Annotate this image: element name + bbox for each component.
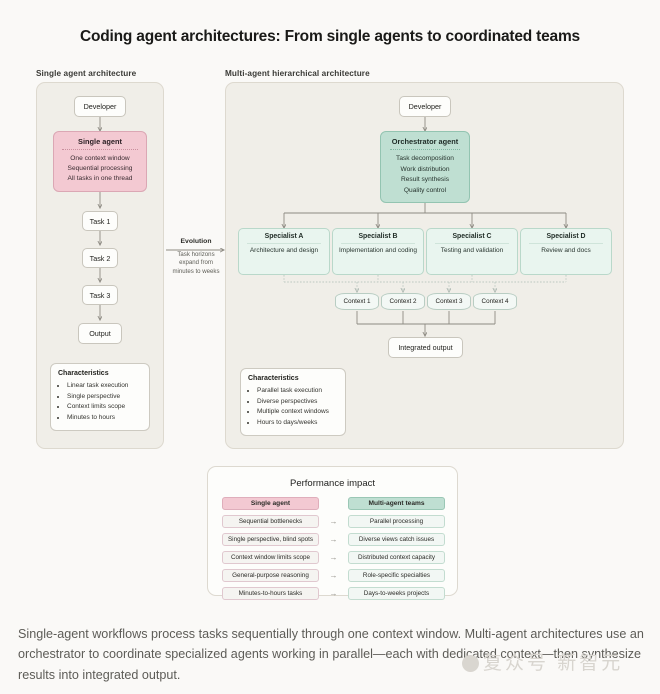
specialist-c-header: Specialist C [452, 233, 492, 240]
performance-impact-panel: Performance impact Single agent Multi-ag… [207, 466, 458, 600]
card-divider [529, 243, 603, 244]
perf-right-cell: Days-to-weeks projects [348, 587, 445, 600]
characteristics-list: Parallel task execution Diverse perspect… [248, 386, 338, 428]
characteristics-item: Hours to days/weeks [257, 418, 338, 429]
node-task-3[interactable]: Task 3 [82, 285, 118, 305]
card-orchestrator-item-3: Quality control [403, 186, 447, 194]
arrow-right-icon: → [329, 588, 338, 598]
card-specialist-b[interactable]: Specialist B Implementation and coding [332, 228, 424, 275]
node-context-1[interactable]: Context 1 [335, 293, 379, 310]
card-orchestrator-header: Orchestrator agent [391, 137, 459, 146]
perf-header-multi-agent-teams: Multi-agent teams [348, 497, 445, 510]
specialist-b-header: Specialist B [358, 233, 398, 240]
card-single-agent-item-0: One context window [70, 155, 130, 162]
evolution-annotation: Evolution Task horizons expand from minu… [168, 238, 224, 276]
specialist-a-header: Specialist A [264, 233, 304, 240]
figure-caption: Single-agent workflows process tasks seq… [18, 627, 644, 682]
panel-label-single-agent: Single agent architecture [36, 69, 137, 78]
characteristics-item: Single perspective [67, 392, 142, 403]
specialist-d-header: Specialist D [546, 233, 586, 240]
characteristics-header: Characteristics [248, 375, 299, 382]
node-context-4[interactable]: Context 4 [473, 293, 517, 310]
evolution-subtitle: Task horizons expand from minutes to wee… [172, 251, 220, 275]
characteristics-item: Diverse perspectives [257, 397, 338, 408]
card-orchestrator-item-0: Task decomposition [396, 155, 454, 162]
characteristics-item: Linear task execution [67, 381, 142, 392]
node-context-2[interactable]: Context 2 [381, 293, 425, 310]
node-task-1[interactable]: Task 1 [82, 211, 118, 231]
characteristics-item: Parallel task execution [257, 386, 338, 397]
card-single-agent-item-2: All tasks in one thread [67, 175, 133, 183]
specialist-b-body: Implementation and coding [338, 247, 418, 254]
perf-left-cell: General-purpose reasoning [222, 569, 319, 582]
characteristics-header: Characteristics [58, 370, 109, 377]
card-divider [62, 149, 138, 150]
card-divider [341, 243, 415, 244]
evolution-title: Evolution [180, 238, 212, 245]
perf-left-cell: Minutes-to-hours tasks [222, 587, 319, 600]
perf-row: Sequential bottlenecks → Parallel proces… [222, 514, 445, 529]
node-developer-multi[interactable]: Developer [399, 96, 451, 117]
characteristics-single-agent: Characteristics Linear task execution Si… [50, 363, 150, 432]
panel-label-multi-agent: Multi-agent hierarchical architecture [225, 69, 370, 78]
card-specialist-d[interactable]: Specialist D Review and docs [520, 228, 612, 275]
perf-right-cell: Role-specific specialties [348, 569, 445, 582]
characteristics-item: Context limits scope [67, 402, 142, 413]
card-divider [390, 149, 460, 150]
card-specialist-c[interactable]: Specialist C Testing and validation [426, 228, 518, 275]
arrow-right-icon: → [329, 552, 338, 562]
perf-row: Minutes-to-hours tasks → Days-to-weeks p… [222, 586, 445, 601]
node-context-3[interactable]: Context 3 [427, 293, 471, 310]
arrow-right-icon: → [329, 516, 338, 526]
perf-right-cell: Diverse views catch issues [348, 533, 445, 546]
specialist-d-body: Review and docs [541, 247, 591, 254]
perf-row: Context window limits scope → Distribute… [222, 550, 445, 565]
perf-header-spacer [319, 500, 348, 508]
arrow-right-icon: → [329, 534, 338, 544]
performance-impact-title: Performance impact [289, 478, 375, 489]
perf-header-row: Single agent Multi-agent teams [222, 496, 445, 511]
characteristics-list: Linear task execution Single perspective… [58, 381, 142, 423]
perf-right-cell: Parallel processing [348, 515, 445, 528]
characteristics-multi-agent: Characteristics Parallel task execution … [240, 368, 346, 437]
card-divider [247, 243, 321, 244]
node-integrated-output[interactable]: Integrated output [388, 337, 463, 358]
characteristics-item: Minutes to hours [67, 413, 142, 424]
perf-left-cell: Context window limits scope [222, 551, 319, 564]
perf-right-cell: Distributed context capacity [348, 551, 445, 564]
card-orchestrator-item-2: Result synthesis [400, 176, 449, 184]
card-single-agent-item-1: Sequential processing [67, 165, 133, 173]
perf-header-single-agent: Single agent [222, 497, 319, 510]
node-developer-single[interactable]: Developer [74, 96, 126, 117]
card-single-agent-header: Single agent [78, 137, 122, 146]
page-title: Coding agent architectures: From single … [80, 28, 580, 45]
perf-left-cell: Sequential bottlenecks [222, 515, 319, 528]
card-orchestrator-agent[interactable]: Orchestrator agent Task decomposition Wo… [380, 131, 470, 204]
performance-impact-grid: Single agent Multi-agent teams Sequentia… [222, 496, 445, 604]
card-orchestrator-item-1: Work distribution [400, 165, 450, 173]
card-single-agent[interactable]: Single agent One context window Sequenti… [53, 131, 147, 192]
specialist-a-body: Architecture and design [249, 247, 319, 254]
node-task-2[interactable]: Task 2 [82, 248, 118, 268]
perf-row: Single perspective, blind spots → Divers… [222, 532, 445, 547]
perf-row: General-purpose reasoning → Role-specifi… [222, 568, 445, 583]
characteristics-item: Multiple context windows [257, 407, 338, 418]
card-divider [435, 243, 509, 244]
node-output[interactable]: Output [78, 323, 122, 344]
perf-left-cell: Single perspective, blind spots [222, 533, 319, 546]
specialist-c-body: Testing and validation [440, 247, 504, 254]
card-specialist-a[interactable]: Specialist A Architecture and design [238, 228, 330, 275]
arrow-right-icon: → [329, 570, 338, 580]
